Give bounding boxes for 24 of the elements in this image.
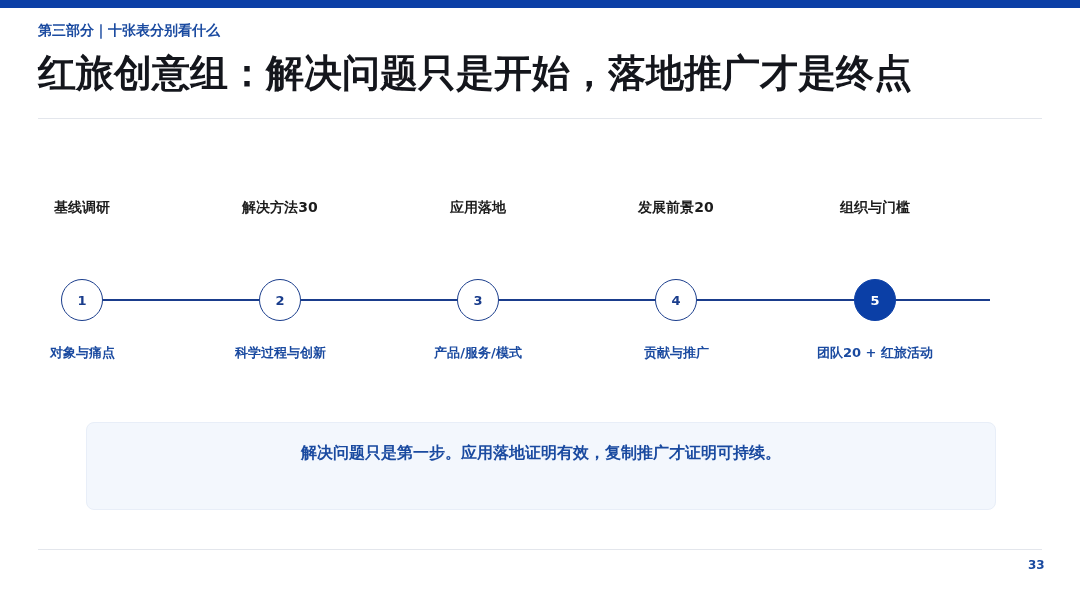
step-title: 应用落地 — [450, 199, 506, 217]
connector-line — [498, 299, 656, 301]
step-title: 解决方法30 — [242, 199, 318, 217]
step-caption: 产品/服务/模式 — [434, 344, 522, 362]
callout-text: 解决问题只是第一步。应用落地证明有效，复制推广才证明可持续。 — [299, 443, 782, 464]
slide-title: 红旅创意组：解决问题只是开始，落地推广才是终点 — [38, 50, 912, 97]
connector-line — [696, 299, 855, 301]
connector-line — [300, 299, 458, 301]
step-caption: 贡献与推广 — [643, 344, 709, 362]
connector-line — [102, 299, 260, 301]
connector-line — [895, 299, 991, 301]
step-caption: 团队20 + 红旅活动 — [817, 344, 933, 362]
step-caption: 对象与痛点 — [49, 344, 115, 362]
step-title: 组织与门槛 — [840, 199, 910, 217]
step-caption: 科学过程与创新 — [234, 344, 326, 362]
section-subtitle: 第三部分｜十张表分别看什么 — [38, 22, 220, 40]
step-circle: 1 — [61, 279, 103, 321]
step-circle: 3 — [457, 279, 499, 321]
step-circle: 2 — [259, 279, 301, 321]
step-circle: 5 — [854, 279, 896, 321]
page-number: 33 — [1028, 558, 1045, 572]
step-title: 发展前景20 — [638, 199, 714, 217]
step-title: 基线调研 — [54, 199, 110, 217]
step-circle: 4 — [655, 279, 697, 321]
